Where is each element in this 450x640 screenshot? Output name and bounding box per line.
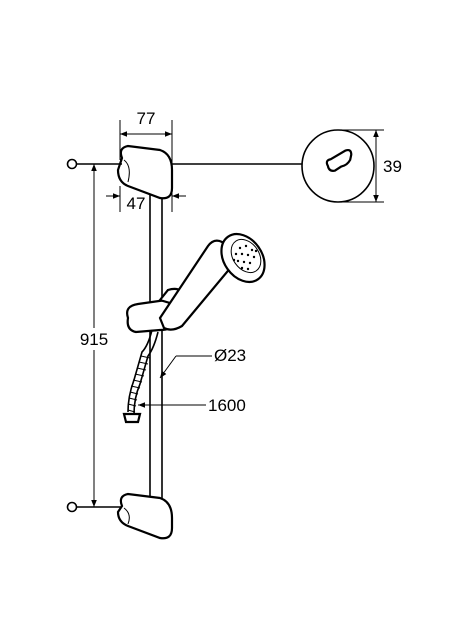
leader-rail-diameter: Ø23 xyxy=(159,346,246,379)
dimension-39: 39 xyxy=(338,129,402,203)
dimension-915: 915 xyxy=(74,164,114,507)
top-wall-bracket xyxy=(116,144,174,200)
rail-diameter-label: Ø23 xyxy=(214,346,246,365)
bottom-wall-bracket xyxy=(116,492,174,540)
hand-shower xyxy=(158,232,266,331)
leader-hose-length: 1600 xyxy=(138,396,246,415)
shower-nozzles xyxy=(232,244,258,271)
wall-fixing-bottom xyxy=(66,501,122,513)
hose-length-label: 1600 xyxy=(208,396,246,415)
dimension-77-label: 77 xyxy=(137,109,156,128)
dimension-915-label: 915 xyxy=(80,330,108,349)
escutcheon-plate xyxy=(172,129,375,203)
dimension-47-label: 47 xyxy=(127,194,146,213)
dimension-47: 47 xyxy=(106,186,186,213)
dimension-77: 77 xyxy=(119,109,173,170)
dimension-39-label: 39 xyxy=(383,157,402,176)
shower-hose xyxy=(122,329,159,424)
wall-fixing-top xyxy=(66,158,122,170)
